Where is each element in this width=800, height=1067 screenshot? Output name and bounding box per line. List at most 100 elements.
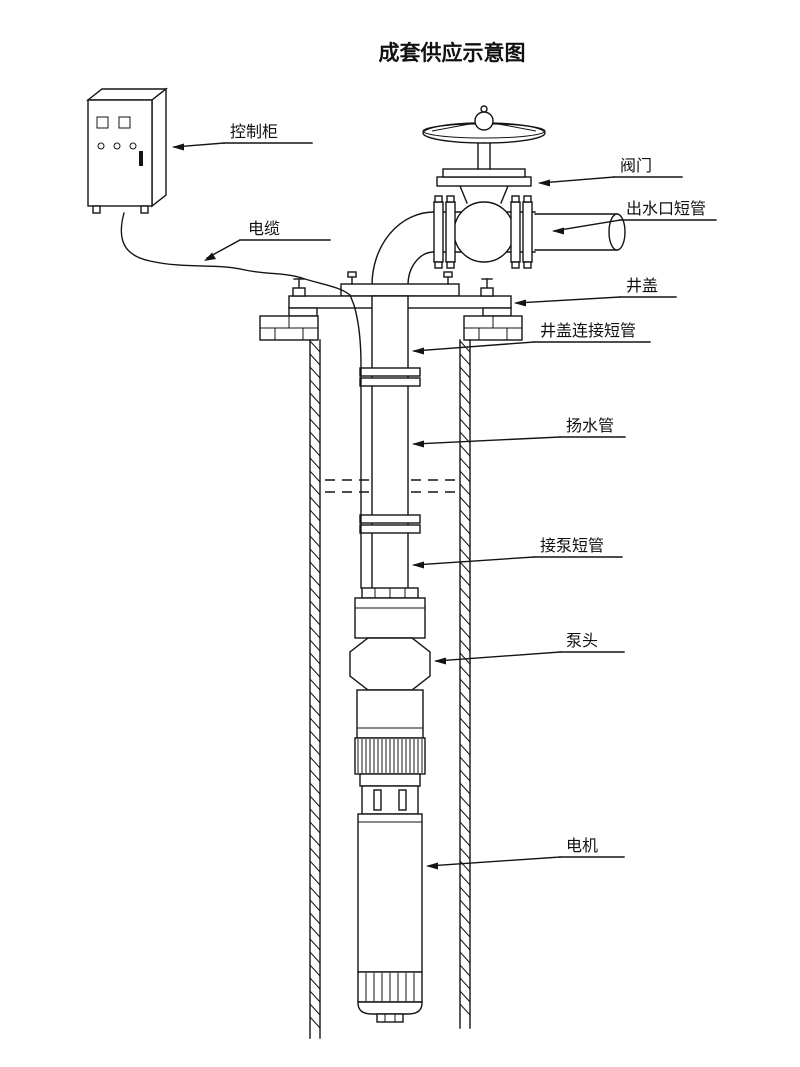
motor-bracket	[361, 785, 419, 815]
cabinet-lamp-icon	[129, 142, 137, 150]
pump-motor-coupling	[359, 773, 421, 787]
label-well-cover-connecting-pipe-text: 井盖连接短管	[540, 321, 636, 340]
bracket-slot	[373, 789, 382, 811]
flange-bolt	[446, 195, 455, 203]
valve-bonnet-flange	[436, 176, 532, 187]
label-control-cabinet-text: 控制柜	[230, 122, 278, 141]
outlet-pipe-end	[608, 213, 626, 251]
elbow-base-plate	[340, 283, 460, 297]
leader-arrow	[434, 657, 446, 665]
control-cabinet	[85, 87, 169, 214]
label-riser-pipe-text: 扬水管	[566, 416, 614, 435]
label-outlet-short-pipe-text: 出水口短管	[626, 199, 706, 218]
riser-flange	[359, 367, 421, 377]
well-footing-left	[259, 315, 319, 341]
handwheel-spoke	[431, 122, 476, 132]
cable-line	[120, 212, 362, 589]
leader-line	[553, 219, 621, 232]
riser-flange	[359, 524, 421, 534]
leader-line	[413, 436, 561, 445]
strainer-slots	[357, 739, 423, 773]
cabinet-handle	[139, 151, 143, 166]
label-cable: 电缆	[204, 219, 331, 261]
flange-bolt	[434, 195, 443, 203]
elbow-outer-line	[371, 211, 536, 286]
label-cable-text: 电缆	[248, 219, 280, 238]
pipe-flange	[433, 201, 444, 263]
leader-line	[539, 176, 615, 184]
pipe-flange	[510, 201, 521, 263]
leader-arrow	[412, 561, 424, 569]
cabinet-lamp-icon	[113, 142, 121, 150]
label-pump-connecting-pipe: 接泵短管	[412, 536, 623, 569]
motor	[357, 813, 423, 1023]
pipe-flange	[445, 201, 456, 263]
leader-arrow	[514, 299, 526, 307]
leader-line	[515, 296, 621, 304]
label-motor: 电机	[426, 836, 625, 870]
label-control-cabinet: 控制柜	[172, 122, 313, 151]
flange-bolt	[523, 195, 532, 203]
cover-end-plate	[482, 307, 512, 317]
valve-assembly	[422, 105, 546, 269]
cabinet-side-face	[151, 87, 167, 208]
flange-bolt	[446, 261, 455, 269]
cabinet-indicator-window	[118, 116, 131, 129]
leader-arrow	[172, 143, 184, 151]
leader-line	[435, 651, 561, 662]
well-casing-left	[309, 339, 321, 1039]
valve-neck	[500, 185, 509, 204]
riser-pipe-body	[371, 295, 409, 599]
cover-bolt-nut	[480, 287, 494, 297]
well-casing-left-hatch	[309, 340, 321, 1029]
flange-bolt	[511, 195, 520, 203]
pump-lower-casing	[356, 689, 424, 739]
cabinet-foot	[92, 205, 101, 214]
leader-arrow	[412, 347, 424, 355]
outlet-short-pipe	[534, 213, 626, 251]
handwheel-nut	[480, 105, 488, 113]
leader-line	[413, 556, 535, 566]
riser-pipe	[359, 295, 421, 599]
valve-bonnet-plate	[442, 168, 526, 178]
elbow-inner-line	[407, 251, 536, 286]
well-casing-right	[459, 339, 471, 1029]
cover-bolt-nut	[292, 287, 306, 297]
label-pump-connecting-pipe-text: 接泵短管	[540, 536, 604, 555]
pump-bowl	[349, 637, 431, 691]
label-valve: 阀门	[538, 156, 683, 187]
leader-arrow	[426, 862, 438, 870]
pump-head	[349, 587, 431, 815]
well-footing-right	[463, 315, 523, 341]
label-outlet-short-pipe: 出水口短管	[552, 199, 717, 235]
label-well-cover-text: 井盖	[626, 276, 658, 295]
pipe-flange	[522, 201, 533, 263]
leader-arrow	[538, 179, 550, 187]
flange-bolt	[511, 261, 520, 269]
motor-end-stub	[376, 1013, 404, 1023]
label-well-cover-connecting-pipe: 井盖连接短管	[412, 321, 651, 355]
discharge-elbow	[371, 211, 536, 286]
leader-arrow	[204, 252, 216, 261]
valve-body	[453, 201, 515, 263]
flange-bolt	[434, 261, 443, 269]
flange-bolt	[523, 261, 532, 269]
cabinet-indicator-window	[96, 116, 109, 129]
label-motor-text: 电机	[566, 836, 598, 855]
label-riser-pipe: 扬水管	[412, 416, 626, 448]
base-plate-bolt-head	[443, 271, 453, 278]
motor-ribs	[365, 973, 415, 1001]
leader-arrow	[412, 440, 424, 448]
label-valve-text: 阀门	[620, 156, 652, 175]
diagram-title: 成套供应示意图	[379, 41, 526, 65]
leader-arrow	[552, 227, 564, 235]
valve-neck	[459, 185, 468, 204]
riser-flange	[359, 377, 421, 387]
leader-line	[427, 856, 561, 867]
base-plate-bolt-head	[347, 271, 357, 278]
cabinet-lamp-icon	[97, 142, 105, 150]
motor-body	[357, 813, 423, 973]
riser-flange	[359, 514, 421, 524]
